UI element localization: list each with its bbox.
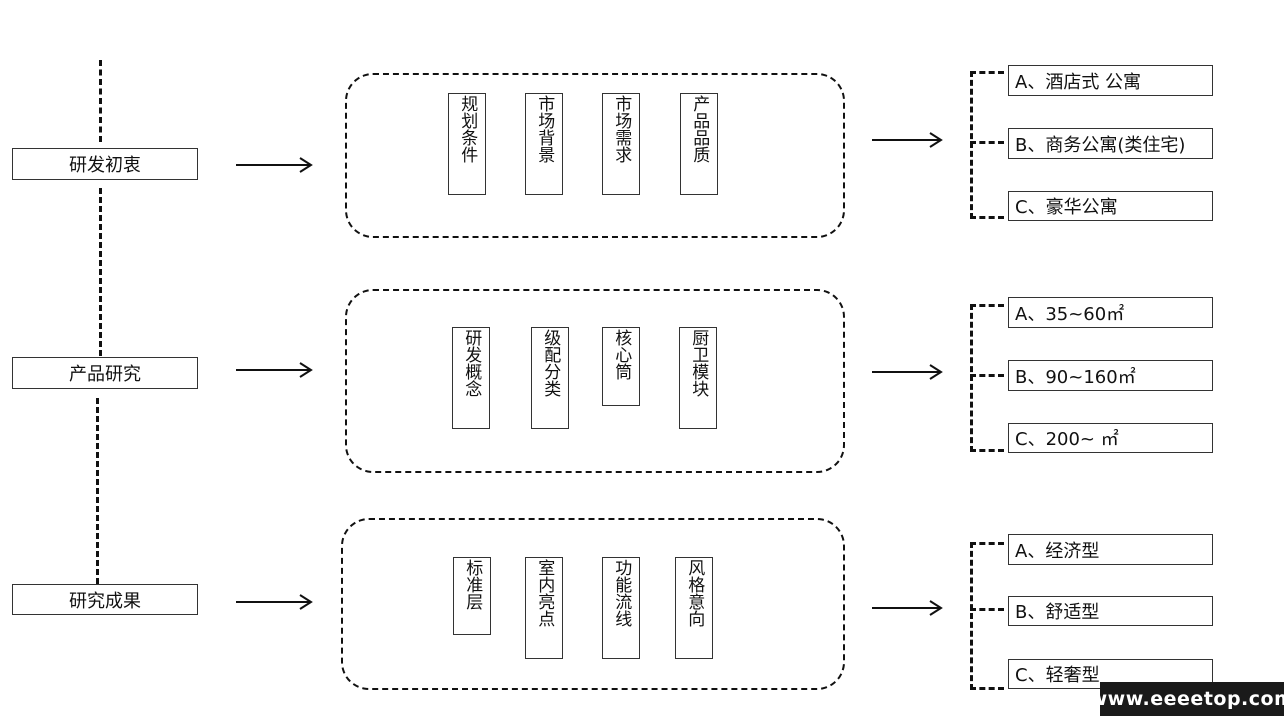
bracket-1-mid [970, 141, 1004, 144]
stage-3-arrow [236, 594, 313, 610]
factor-2-2: 级配分类 [531, 327, 569, 429]
outcome-1-1: A、酒店式 公寓 [1008, 65, 1213, 96]
outcome-1-3: C、豪华公寓 [1008, 191, 1213, 221]
bracket-3 [970, 542, 1004, 690]
factor-3-3: 功能流线 [602, 557, 640, 659]
factor-1-3: 市场需求 [602, 93, 640, 195]
factor-2-4: 厨卫模块 [679, 327, 717, 429]
factor-1-1: 规划条件 [448, 93, 486, 195]
outcome-1-2: B、商务公寓(类住宅) [1008, 128, 1213, 159]
spine-dash-3 [96, 398, 99, 584]
outcome-2-3: C、200~ ㎡ [1008, 423, 1213, 453]
stage-box-2: 产品研究 [12, 357, 198, 389]
group-3-arrow [872, 600, 943, 616]
factor-3-4: 风格意向 [675, 557, 713, 659]
outcome-2-2: B、90~160㎡ [1008, 360, 1213, 391]
factor-group-3 [341, 518, 845, 690]
spine-dash-1 [99, 60, 102, 142]
factor-2-3: 核心筒 [602, 327, 640, 406]
stage-box-1: 研发初衷 [12, 148, 198, 180]
bracket-1 [970, 71, 1004, 219]
factor-group-1 [345, 73, 845, 238]
factor-3-2: 室内亮点 [525, 557, 563, 659]
outcome-3-1: A、经济型 [1008, 534, 1213, 565]
stage-box-3: 研究成果 [12, 584, 198, 615]
bracket-2-mid [970, 374, 1004, 377]
spine-dash-2 [99, 188, 102, 356]
bracket-2 [970, 304, 1004, 452]
group-1-arrow [872, 132, 943, 148]
outcome-2-1: A、35~60㎡ [1008, 297, 1213, 328]
factor-group-2 [345, 289, 845, 473]
factor-1-2: 市场背景 [525, 93, 563, 195]
factor-3-1: 标准层 [453, 557, 491, 635]
stage-2-arrow [236, 362, 313, 378]
factor-1-4: 产品品质 [680, 93, 718, 195]
outcome-3-2: B、舒适型 [1008, 596, 1213, 626]
group-2-arrow [872, 364, 943, 380]
site-watermark: www.eeeetop.com [1090, 682, 1284, 716]
factor-2-1: 研发概念 [452, 327, 490, 429]
stage-1-arrow [236, 157, 313, 173]
bracket-3-mid [970, 608, 1004, 611]
